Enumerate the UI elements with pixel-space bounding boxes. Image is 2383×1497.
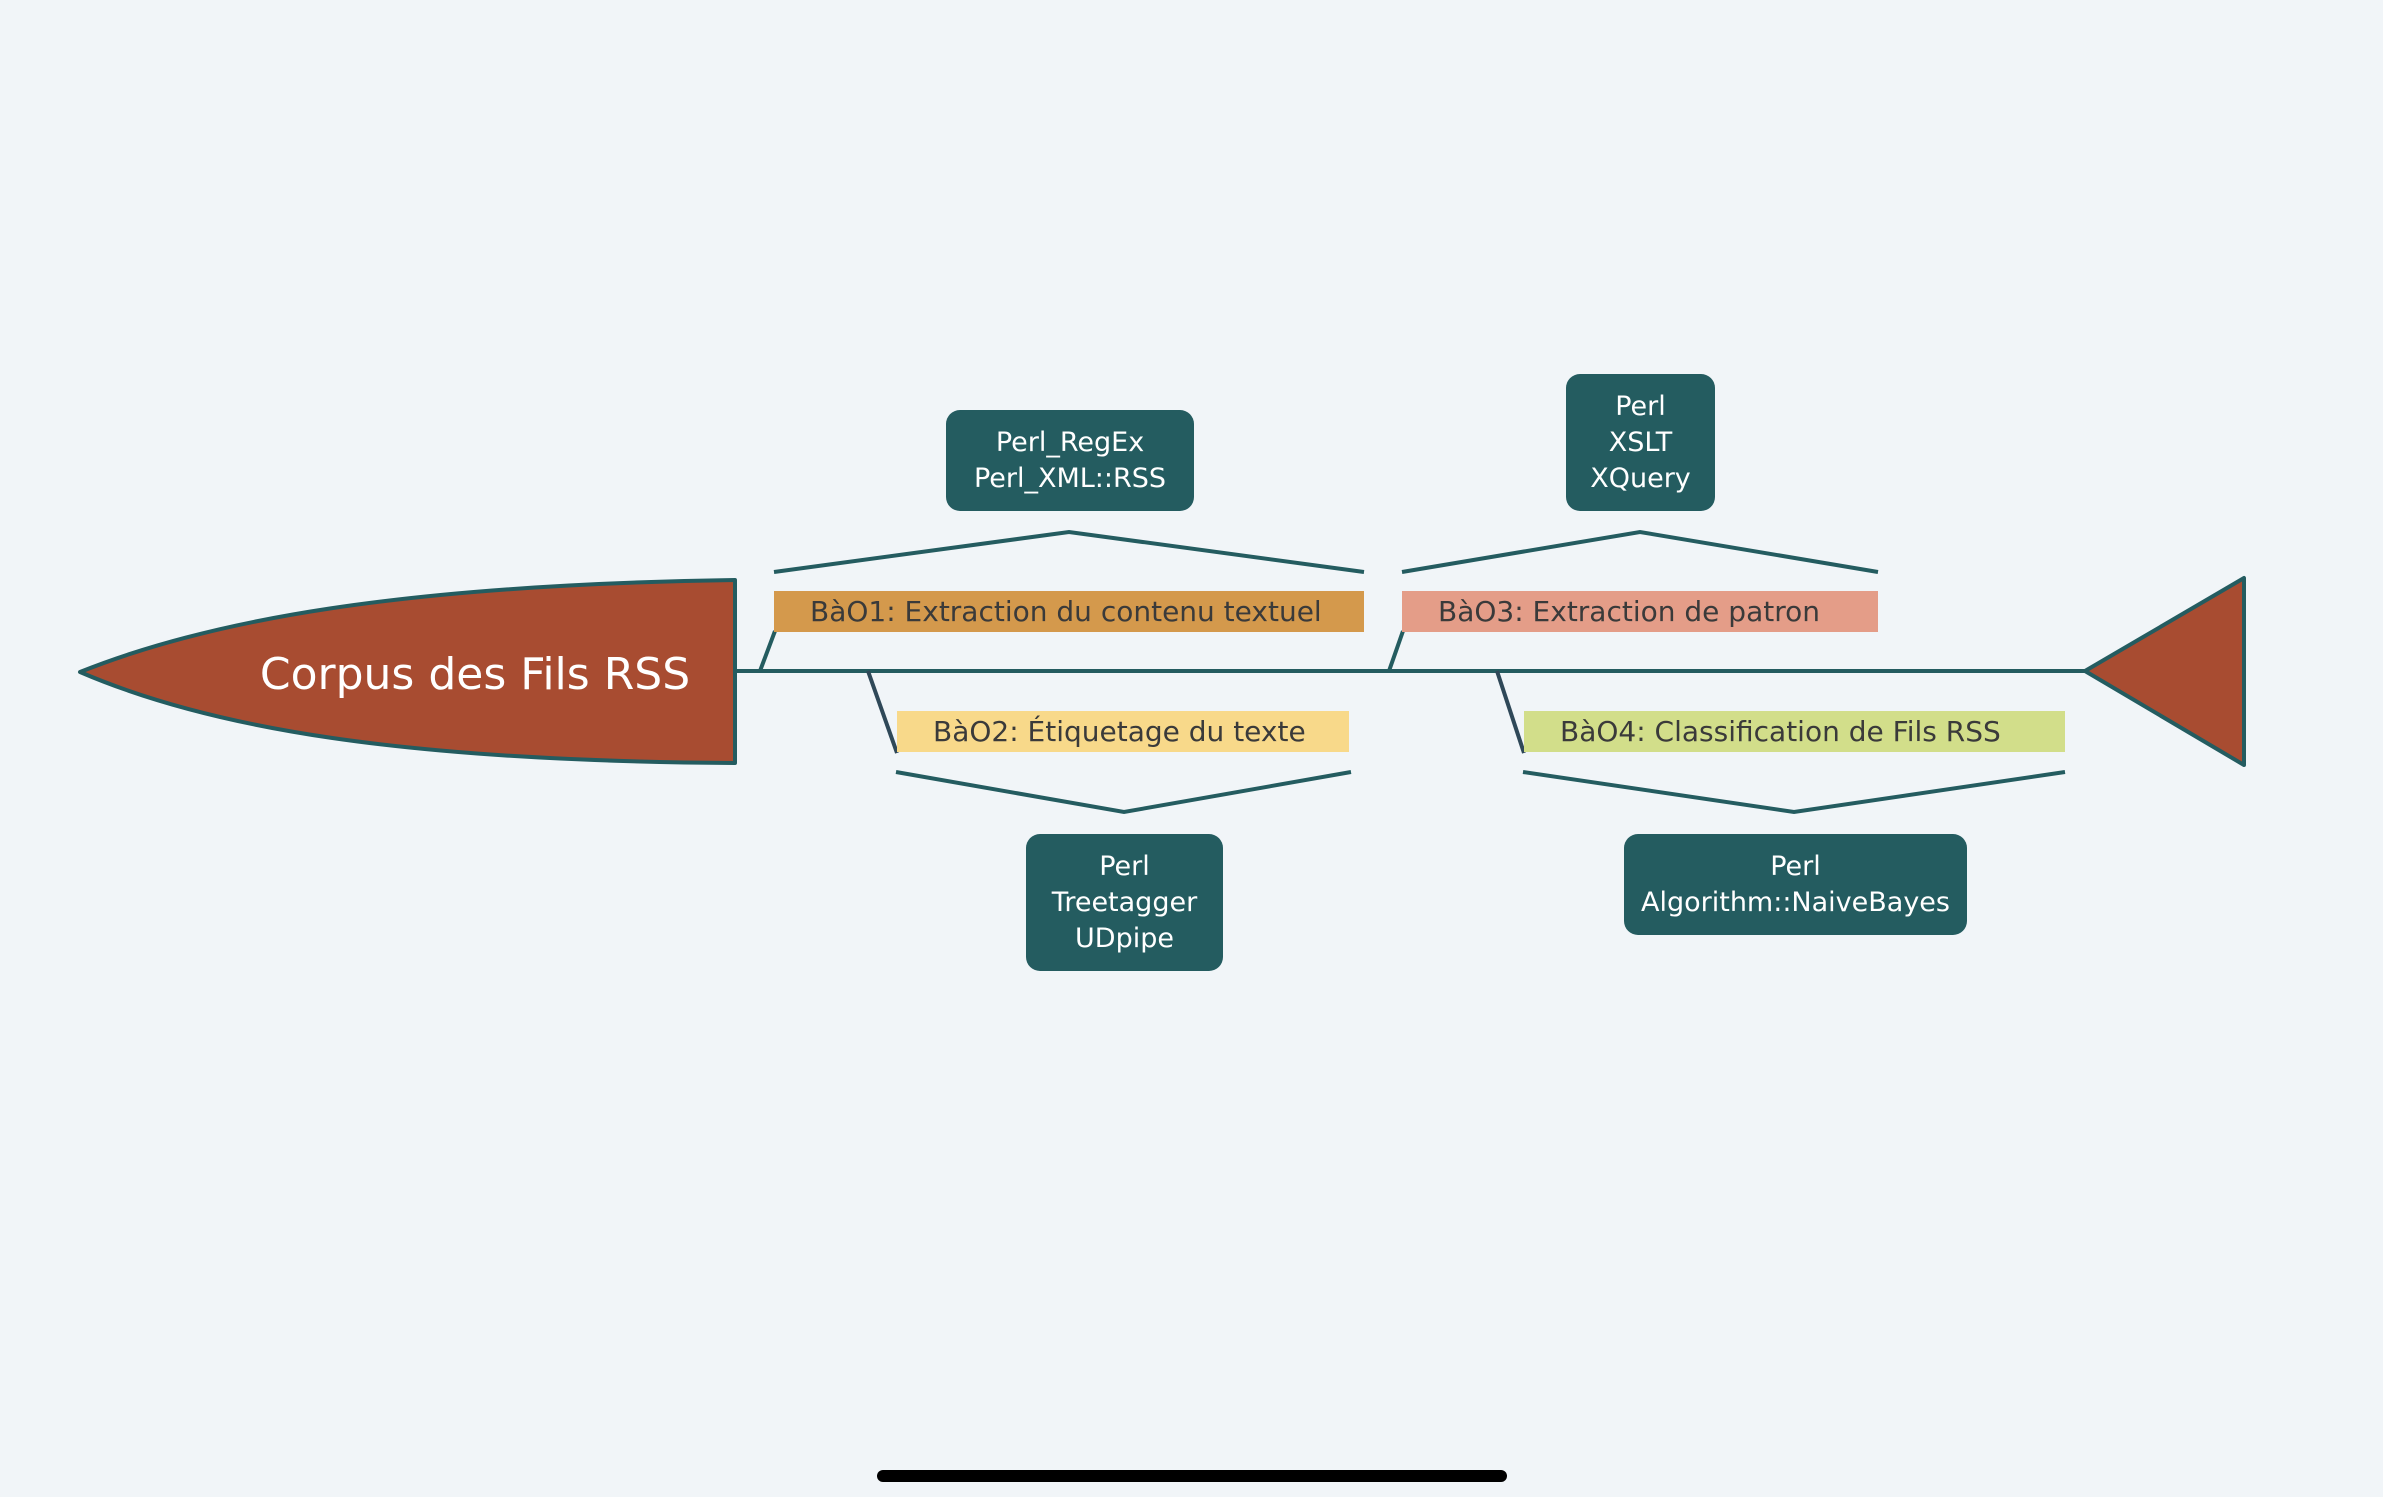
note-bao2[interactable]: Perl Treetagger UDpipe xyxy=(1026,834,1223,971)
bone-bao3 xyxy=(1387,630,1405,672)
note-line: Perl xyxy=(1770,850,1821,882)
category-label: BàO4: Classification de Fils RSS xyxy=(1560,715,2001,748)
note-line: Perl_XML::RSS xyxy=(973,462,1167,494)
note-line: Perl_RegEx xyxy=(995,426,1145,458)
bracket-bao3 xyxy=(1401,529,1879,574)
category-bao3[interactable]: BàO3: Extraction de patron xyxy=(1402,591,1878,632)
note-line: Perl xyxy=(1615,390,1666,422)
bone-bao2 xyxy=(866,670,899,754)
home-indicator[interactable] xyxy=(877,1470,1507,1482)
head-label: Corpus des Fils RSS xyxy=(259,648,691,700)
note-bao1[interactable]: Perl_RegEx Perl_XML::RSS xyxy=(946,410,1194,511)
note-line: XSLT xyxy=(1608,426,1673,458)
bracket-bao4 xyxy=(1522,770,2066,815)
bracket-bao2 xyxy=(895,770,1352,815)
bone-bao1 xyxy=(758,630,777,672)
category-label: BàO2: Étiquetage du texte xyxy=(933,715,1306,748)
note-line: XQuery xyxy=(1590,462,1691,494)
note-line: UDpipe xyxy=(1075,922,1174,954)
note-line: Treetagger xyxy=(1051,886,1198,918)
category-bao4[interactable]: BàO4: Classification de Fils RSS xyxy=(1524,711,2065,752)
note-line: Perl xyxy=(1099,850,1150,882)
category-bao2[interactable]: BàO2: Étiquetage du texte xyxy=(897,711,1349,752)
bracket-bao1 xyxy=(773,529,1365,574)
bone-bao4 xyxy=(1495,670,1526,754)
fish-tail[interactable] xyxy=(2083,576,2246,767)
note-line: Algorithm::NaiveBayes xyxy=(1641,886,1950,918)
category-bao1[interactable]: BàO1: Extraction du contenu textuel xyxy=(774,591,1364,632)
category-label: BàO3: Extraction de patron xyxy=(1438,595,1820,628)
note-bao3[interactable]: Perl XSLT XQuery xyxy=(1566,374,1715,511)
category-label: BàO1: Extraction du contenu textuel xyxy=(810,595,1322,628)
fish-head[interactable] xyxy=(78,578,737,765)
note-bao4[interactable]: Perl Algorithm::NaiveBayes xyxy=(1624,834,1967,935)
